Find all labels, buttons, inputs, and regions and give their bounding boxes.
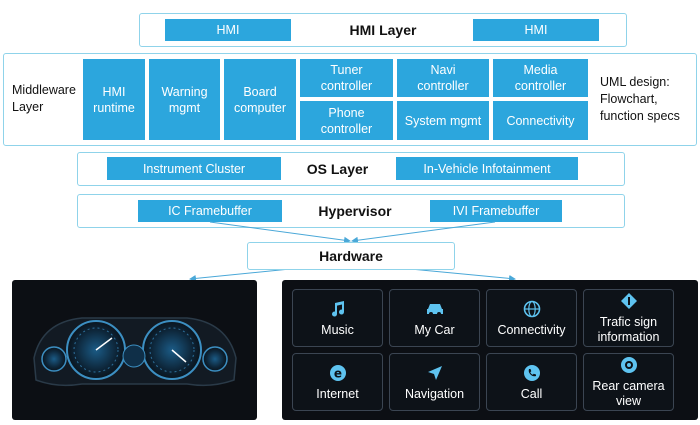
instrument-cluster-screen (12, 280, 257, 420)
hypervisor-title: Hypervisor (318, 203, 392, 219)
middleware-box-warning-mgmt: Warning mgmt (149, 59, 220, 140)
middleware-box-media-controller: Media controller (493, 59, 588, 97)
tile-call[interactable]: Call (486, 353, 577, 411)
navigation-arrow-icon (425, 363, 445, 383)
tile-traffic-sign-information[interactable]: Trafic sign information (583, 289, 674, 347)
middleware-box-navi-controller: Navi controller (397, 59, 489, 97)
tile-label: Navigation (404, 386, 465, 401)
middleware-box-connectivity: Connectivity (493, 101, 588, 140)
middleware-box-system-mgmt: System mgmt (397, 101, 489, 140)
tile-label: Rear camera view (592, 379, 665, 408)
tile-my-car[interactable]: My Car (389, 289, 480, 347)
music-note-icon (328, 299, 348, 319)
internet-e-icon: e (328, 363, 348, 383)
tile-internet[interactable]: e Internet (292, 353, 383, 411)
os-layer-title: OS Layer (306, 160, 369, 177)
cluster-gauges-graphic (33, 317, 237, 387)
tile-label: Trafic sign information (597, 315, 660, 344)
middleware-box-board-computer: Board computer (224, 59, 296, 140)
camera-icon (619, 355, 639, 375)
tile-label: Call (520, 386, 543, 401)
hypervisor-box-ic-framebuffer: IC Framebuffer (138, 200, 282, 222)
traffic-sign-icon (619, 291, 639, 311)
hmi-box-left: HMI (165, 19, 291, 41)
arrow-ic-to-hardware (209, 221, 351, 244)
hardware-box: Hardware (247, 242, 455, 270)
car-icon (425, 299, 445, 319)
uml-design-note: UML design: Flowchart, function specs (600, 75, 680, 123)
os-box-instrument-cluster: Instrument Cluster (107, 157, 281, 180)
hmi-layer-title: HMI Layer (349, 22, 417, 38)
middleware-layer-label: Middleware Layer (12, 83, 76, 114)
tile-navigation[interactable]: Navigation (389, 353, 480, 411)
tile-music[interactable]: Music (292, 289, 383, 347)
tile-connectivity[interactable]: Connectivity (486, 289, 577, 347)
middleware-box-phone-controller: Phone controller (300, 101, 393, 140)
os-box-in-vehicle-infotainment: In-Vehicle Infotainment (396, 157, 578, 180)
tile-rear-camera-view[interactable]: Rear camera view (583, 353, 674, 411)
hypervisor-box-ivi-framebuffer: IVI Framebuffer (430, 200, 562, 222)
tile-label: Connectivity (497, 322, 566, 337)
tile-label: Internet (316, 386, 359, 401)
globe-icon (522, 299, 542, 319)
phone-call-icon (522, 363, 542, 383)
hmi-box-right: HMI (473, 19, 599, 41)
arrow-ivi-to-hardware (351, 221, 496, 244)
middleware-box-hmi-runtime: HMI runtime (83, 59, 145, 140)
tile-label: My Car (414, 322, 455, 337)
middleware-box-tuner-controller: Tuner controller (300, 59, 393, 97)
tile-label: Music (321, 322, 354, 337)
svg-text:e: e (333, 366, 341, 380)
